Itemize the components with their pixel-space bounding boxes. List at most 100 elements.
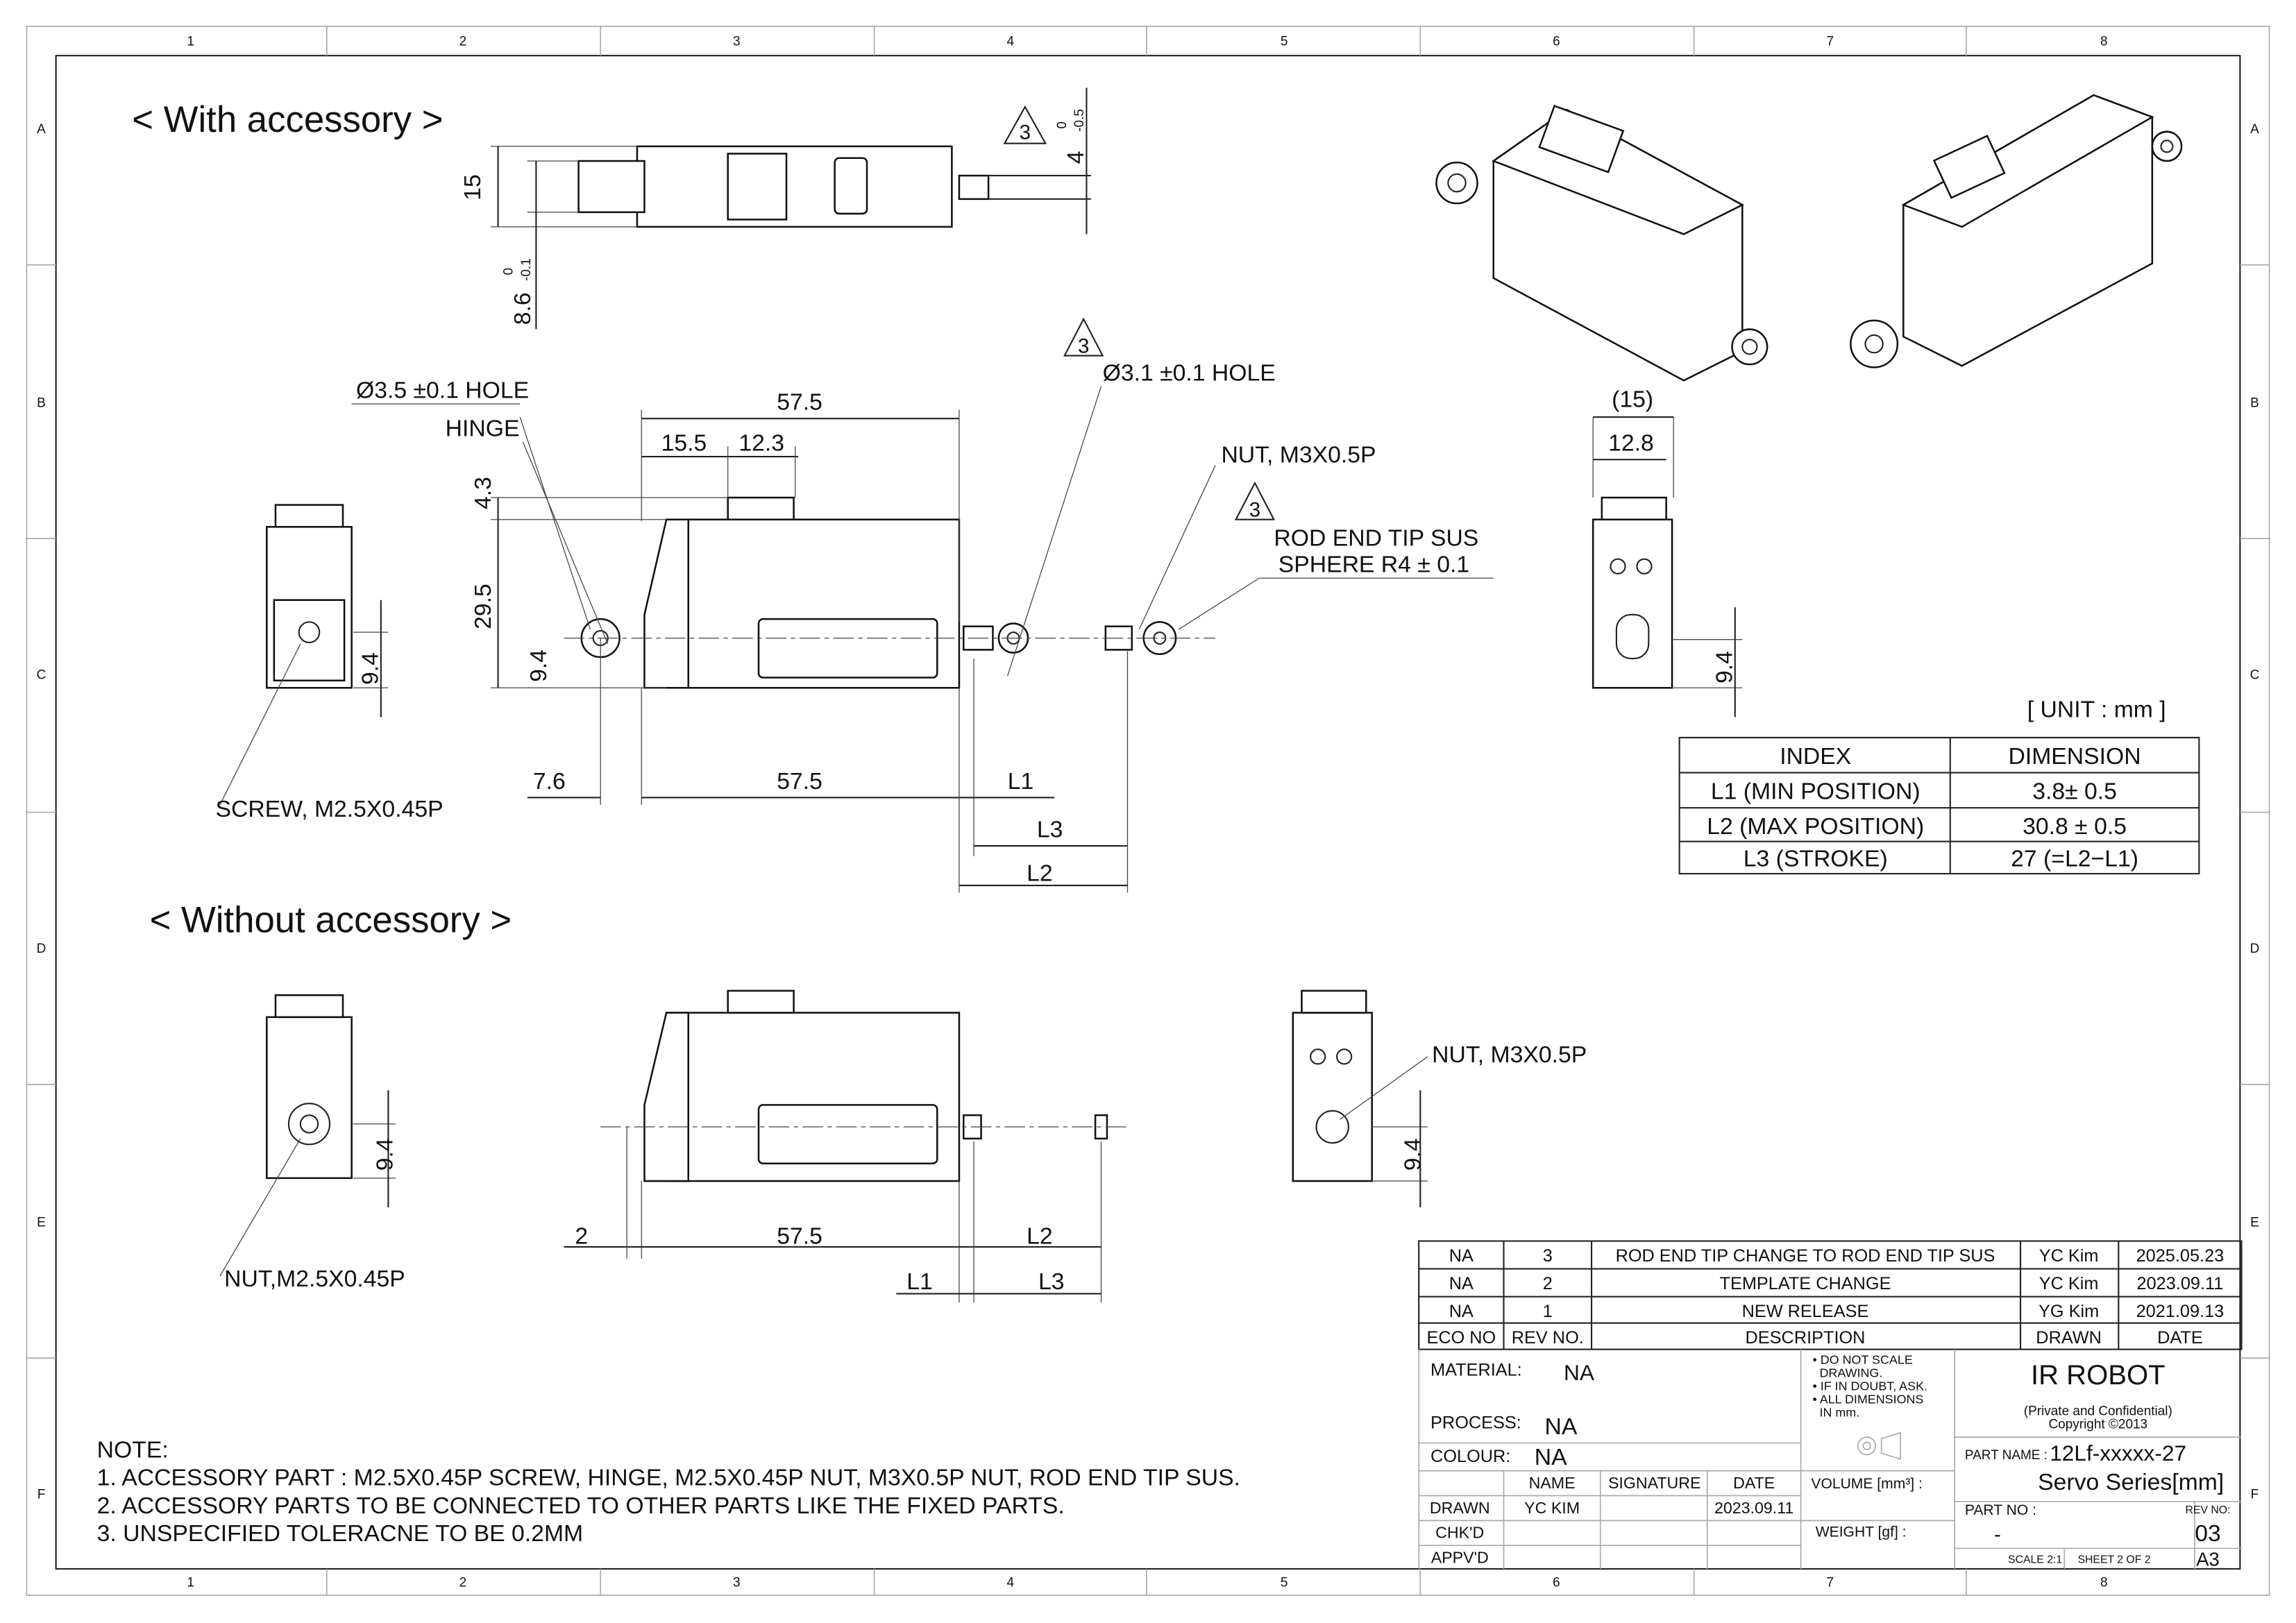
dim-4: 4	[1063, 151, 1089, 164]
dim-9-4: 9.4	[525, 649, 552, 682]
dim-overall-57-5: 57.5	[777, 389, 822, 416]
left-view-with-accessory: 9.4 SCREW, M2.5X0.45P	[215, 504, 444, 822]
dim-9-4: 9.4	[357, 652, 384, 685]
table-cell: 2	[1543, 1274, 1553, 1293]
revision-triangle-icon	[1234, 481, 1276, 520]
copyright-label: Copyright ©2013	[2048, 1417, 2147, 1431]
instruction-line: IN mm.	[1813, 1406, 1860, 1420]
dim-9-4: 9.4	[372, 1138, 398, 1171]
notes: NOTE: 1. ACCESSORY PART : M2.5X0.45P SCR…	[97, 1437, 1240, 1547]
weight-label: WEIGHT [gf] :	[1816, 1524, 1907, 1540]
right-view-with-accessory: (15) 12.8 9.4	[1592, 386, 1743, 717]
row-label: C	[37, 668, 47, 683]
column-label: 1	[187, 34, 194, 49]
table-cell: 30.8 ± 0.5	[2023, 813, 2127, 840]
isometric-view-front	[1435, 104, 1769, 382]
hole-right-label: Ø3.1 ±0.1 HOLE	[1103, 359, 1276, 386]
revision-marker: 3	[1249, 499, 1260, 522]
table-cell: YG Kim	[2038, 1302, 2099, 1321]
dim-l3: L3	[1037, 816, 1063, 842]
table-cell: 2021.09.13	[2136, 1302, 2225, 1321]
dim-8-6-tol-lower: -0.1	[519, 258, 534, 281]
dim-12-8: 12.8	[1608, 430, 1654, 457]
dim-body-57-5: 57.5	[777, 1223, 822, 1250]
revision-triangle-icon	[1003, 105, 1047, 144]
table-cell: APPV'D	[1431, 1549, 1489, 1567]
rev-no: 03	[2195, 1520, 2221, 1547]
row-label: B	[2250, 396, 2259, 410]
left-view-without-accessory: 9.4 NUT,M2.5X0.45P	[219, 994, 405, 1292]
dim-9-4: 9.4	[1399, 1138, 1426, 1171]
dim-15-5: 15.5	[661, 430, 707, 457]
column-label: 6	[1553, 34, 1560, 49]
part-no: -	[1994, 1523, 2001, 1546]
rod-end-label: ROD END TIP SUS	[1274, 525, 1478, 552]
side-view-without-accessory: 2 57.5 L2 L1 L3	[564, 989, 1128, 1303]
nut-label: NUT,M2.5X0.45P	[224, 1266, 405, 1292]
dim-8-6: 8.6	[509, 292, 536, 325]
index-header: INDEX	[1780, 743, 1851, 770]
process-label: PROCESS:	[1430, 1413, 1521, 1432]
unit-label: [ UNIT : mm ]	[2027, 696, 2166, 722]
dim-l1: L1	[1008, 768, 1034, 794]
dim-2: 2	[575, 1223, 588, 1250]
column-label: 8	[2100, 34, 2108, 49]
confidential-label: (Private and Confidential)	[2024, 1404, 2172, 1419]
revision-triangle-icon	[1063, 317, 1104, 357]
notes-title: NOTE:	[97, 1437, 169, 1463]
row-label: F	[2251, 1488, 2259, 1502]
drawing-frame: 1 2 3 4 5 6 7 8 1 2 3 4 5 6 7 8 A B C D …	[26, 26, 2270, 1596]
table-cell: 27 (=L2−L1)	[2011, 846, 2138, 872]
part-series: Servo Series[mm]	[2038, 1469, 2224, 1495]
hinge-label: HINGE	[446, 416, 520, 442]
dim-15-ref: (15)	[1612, 386, 1653, 412]
table-cell: 3	[1543, 1246, 1553, 1266]
table-header: SIGNATURE	[1608, 1474, 1701, 1492]
revision-marker: 3	[1020, 121, 1031, 144]
dim-4-3: 4.3	[470, 477, 496, 509]
dim-l1: L1	[906, 1268, 933, 1295]
material-value: NA	[1564, 1360, 1595, 1385]
title-block: MATERIAL: NA PROCESS: NA COLOUR: NA NAME…	[1418, 1349, 2242, 1570]
column-label: 4	[1006, 1575, 1014, 1590]
hole-left-label: Ø3.5 ±0.1 HOLE	[356, 377, 529, 404]
dim-29-5: 29.5	[470, 584, 496, 629]
dim-7-6: 7.6	[533, 768, 566, 794]
instruction-line: • ALL DIMENSIONS	[1813, 1393, 1924, 1407]
table-header: DESCRIPTION	[1746, 1328, 1866, 1348]
instruction-line: • DO NOT SCALE	[1813, 1353, 1913, 1367]
dimension-header: DIMENSION	[2008, 743, 2141, 770]
dim-9-4: 9.4	[1712, 651, 1738, 683]
table-cell: DRAWN	[1430, 1499, 1490, 1517]
table-header: DATE	[2157, 1328, 2203, 1348]
isometric-view-rear	[1850, 94, 2183, 368]
heading-without-accessory: < Without accessory >	[150, 900, 512, 941]
table-cell: NA	[1449, 1246, 1474, 1266]
table-cell: L2 (MAX POSITION)	[1707, 813, 1924, 840]
note-item: 2. ACCESSORY PARTS TO BE CONNECTED TO OT…	[97, 1493, 1065, 1519]
dimension-index-table: INDEX DIMENSION L1 (MIN POSITION) 3.8± 0…	[1678, 736, 2200, 875]
sheet-size: A3	[2196, 1549, 2220, 1570]
nut-label: NUT, M3X0.5P	[1221, 441, 1376, 468]
table-header: ECO NO	[1426, 1328, 1496, 1348]
revision-table: NA 3 ROD END TIP CHANGE TO ROD END TIP S…	[1418, 1240, 2243, 1350]
column-label: 4	[1006, 34, 1014, 49]
row-label: A	[37, 122, 46, 137]
part-name: 12Lf-xxxxx-27	[2050, 1441, 2186, 1465]
rev-no-label: REV NO:	[2186, 1504, 2231, 1516]
nut-label: NUT, M3X0.5P	[1432, 1042, 1587, 1068]
dim-l3: L3	[1038, 1268, 1065, 1295]
table-cell: 2023.09.11	[2137, 1274, 2224, 1293]
table-header: DRAWN	[2036, 1328, 2102, 1348]
table-header: DATE	[1733, 1474, 1775, 1492]
dim-4-tol-upper: 0	[1055, 121, 1070, 129]
rod-end-sphere-label: SPHERE R4 ± 0.1	[1278, 552, 1469, 578]
row-label: F	[37, 1488, 46, 1502]
row-label: D	[2250, 942, 2260, 956]
table-cell: L3 (STROKE)	[1744, 846, 1888, 872]
row-label: A	[2250, 122, 2259, 137]
table-cell: CHK'D	[1435, 1524, 1484, 1542]
instruction-line: • IF IN DOUBT, ASK.	[1813, 1379, 1927, 1393]
dim-12-3: 12.3	[738, 430, 784, 457]
